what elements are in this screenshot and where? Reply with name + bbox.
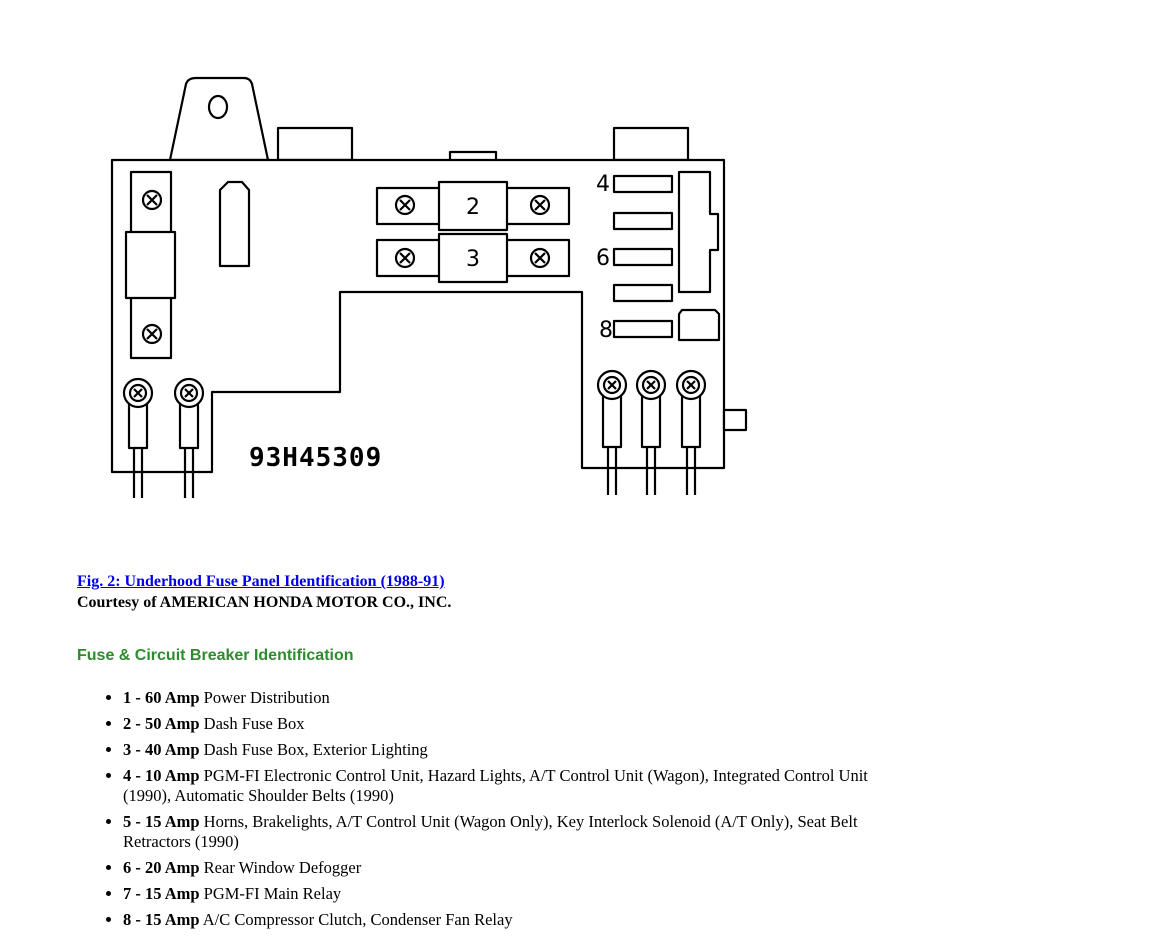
fuse-1-screw-top (141, 189, 163, 211)
fuse-8-slot (612, 319, 674, 339)
fuse-panel-diagram: 2 3 4 6 8 (110, 76, 748, 498)
fuse-4-slot (612, 174, 674, 194)
terminal-right-2 (635, 369, 667, 495)
fuse-1-screw-bottom (141, 323, 163, 345)
fuse-3-body (437, 232, 509, 284)
fuse-3-screw-left (394, 247, 416, 269)
fuse-2-screw-left (394, 194, 416, 216)
figure-caption: Fig. 2: Underhood Fuse Panel Identificat… (77, 572, 877, 614)
fuse-4-number: 4 (596, 172, 610, 197)
list-item: 4 - 10 Amp PGM-FI Electronic Control Uni… (123, 766, 883, 806)
fuse-panel-figure: 2 3 4 6 8 (110, 76, 748, 498)
terminal-left-2 (173, 377, 205, 498)
list-item: 5 - 15 Amp Horns, Brakelights, A/T Contr… (123, 812, 883, 852)
top-bump-left (276, 126, 354, 162)
fuse-5-slot (612, 211, 674, 231)
fuse-7-slot (612, 283, 674, 303)
mounting-hole (207, 94, 229, 120)
terminal-right-1 (596, 369, 628, 495)
top-bump-right (612, 126, 690, 162)
part-code: 93H45309 (249, 443, 382, 473)
fuse-3-number: 3 (466, 247, 480, 272)
small-relay (218, 180, 251, 268)
fuse-6-number: 6 (596, 246, 610, 271)
fuse-list: 1 - 60 Amp Power Distribution 2 - 50 Amp… (77, 688, 883, 936)
list-item: 6 - 20 Amp Rear Window Defogger (123, 858, 883, 878)
fuse-2-body (437, 180, 509, 232)
terminal-left-1 (122, 377, 154, 498)
courtesy-text: Courtesy of AMERICAN HONDA MOTOR CO., IN… (77, 594, 452, 611)
fuse-2-number: 2 (466, 195, 480, 220)
list-item: 7 - 15 Amp PGM-FI Main Relay (123, 884, 883, 904)
relay-large (677, 170, 720, 294)
fuse-3-screw-right (529, 247, 551, 269)
figure-caption-link[interactable]: Fig. 2: Underhood Fuse Panel Identificat… (77, 573, 445, 590)
side-connector (722, 408, 748, 432)
list-item: 1 - 60 Amp Power Distribution (123, 688, 883, 708)
fuse-6-slot (612, 247, 674, 267)
fuse-2-screw-right (529, 194, 551, 216)
terminal-right-3 (675, 369, 707, 495)
fuse-8-number: 8 (599, 318, 613, 343)
list-item: 3 - 40 Amp Dash Fuse Box, Exterior Light… (123, 740, 883, 760)
list-item: 8 - 15 Amp A/C Compressor Clutch, Conden… (123, 910, 883, 930)
fuse-1-body (124, 230, 177, 300)
list-item: 2 - 50 Amp Dash Fuse Box (123, 714, 883, 734)
relay-small (677, 308, 721, 342)
fuse-box-housing (110, 158, 726, 474)
section-heading: Fuse & Circuit Breaker Identification (77, 647, 354, 664)
